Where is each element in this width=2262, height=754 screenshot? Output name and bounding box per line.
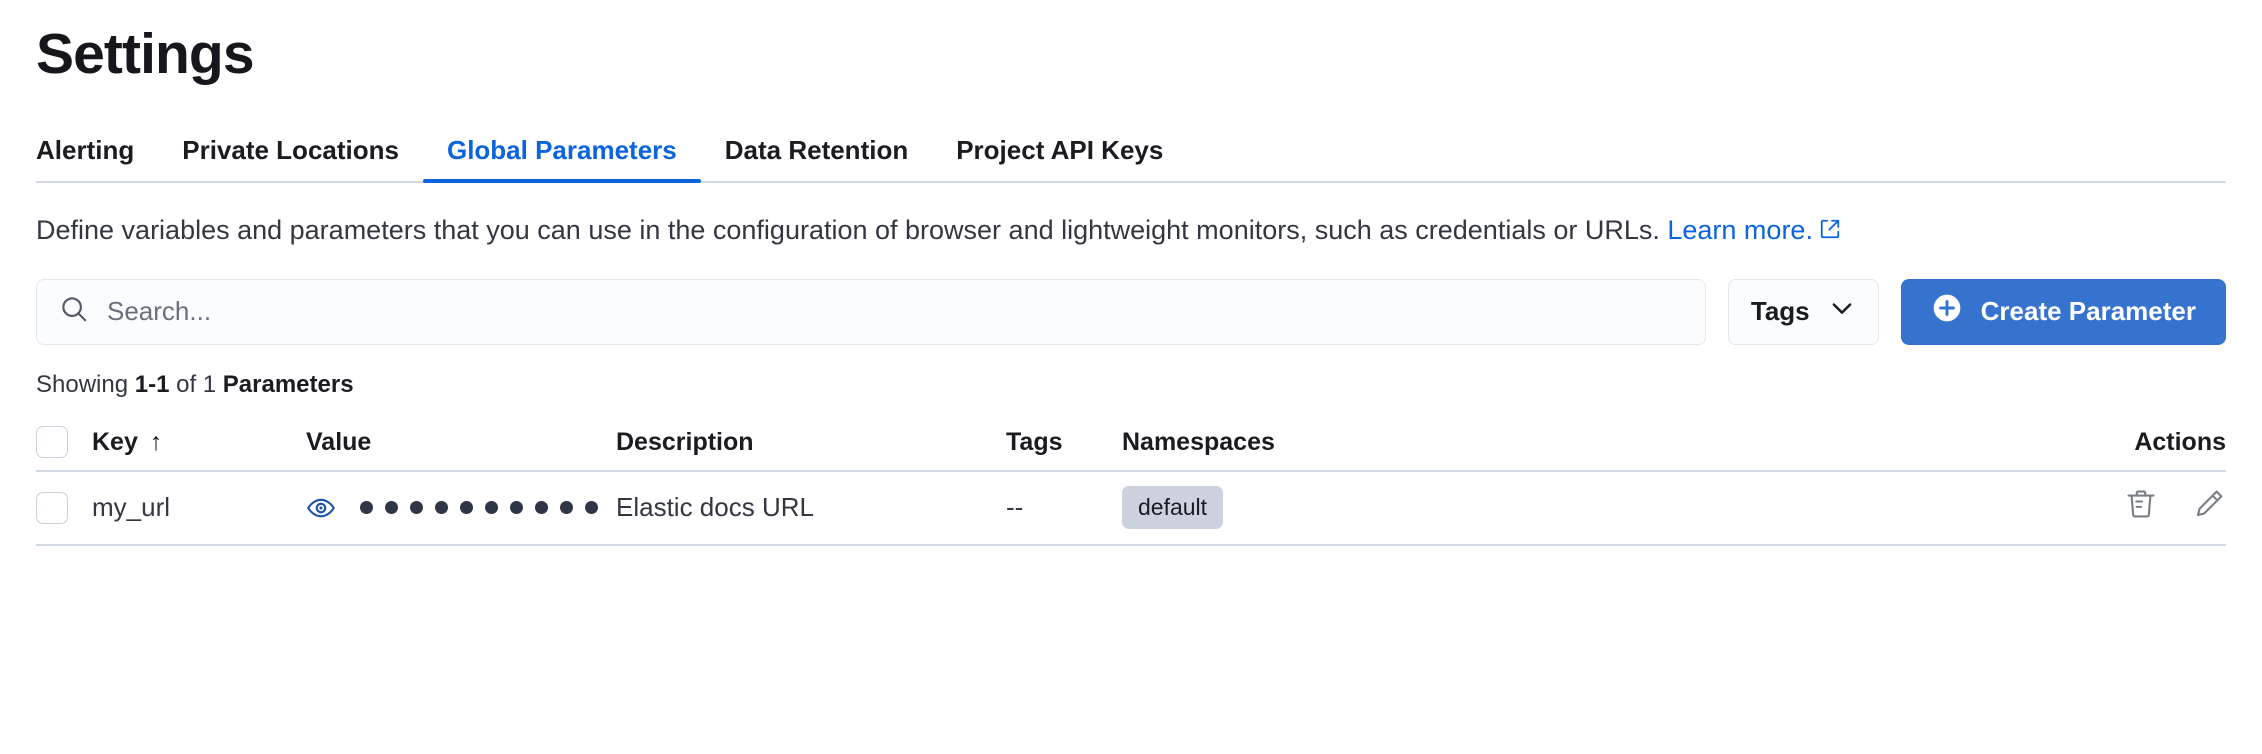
- row-value-cell: [306, 470, 616, 546]
- learn-more-link[interactable]: Learn more.: [1667, 215, 1813, 245]
- row-actions-cell: [1542, 470, 2226, 546]
- controls-row: Tags Create Parameter: [36, 278, 2226, 345]
- external-link-icon: [1819, 214, 1841, 249]
- row-namespaces-cell: default: [1122, 470, 1542, 546]
- table-row[interactable]: my_url: [36, 470, 2226, 546]
- search-icon: [59, 294, 89, 329]
- column-header-key-label: Key: [92, 427, 138, 456]
- table-header-row: Key ↑ Value Description Tags Namespaces …: [36, 414, 2226, 472]
- row-checkbox[interactable]: [36, 492, 68, 525]
- tab-data-retention[interactable]: Data Retention: [724, 135, 909, 165]
- row-tags-cell: --: [1006, 470, 1122, 546]
- row-select-cell: [36, 470, 92, 546]
- search-box[interactable]: [36, 278, 1706, 345]
- tags-filter-label: Tags: [1750, 296, 1810, 327]
- row-description-cell: Elastic docs URL: [616, 470, 1006, 546]
- page-description: Define variables and parameters that you…: [36, 213, 2226, 249]
- create-parameter-button[interactable]: Create Parameter: [1900, 278, 2226, 345]
- page-title: Settings: [36, 22, 255, 86]
- masked-value: [360, 501, 598, 515]
- tags-filter-button[interactable]: Tags: [1727, 278, 1879, 345]
- column-header-key[interactable]: Key ↑: [92, 414, 306, 472]
- tab-global-parameters[interactable]: Global Parameters: [422, 137, 701, 183]
- settings-tabs: Alerting Private Locations Global Parame…: [36, 121, 2226, 183]
- summary-entity: Parameters: [222, 370, 354, 398]
- create-parameter-label: Create Parameter: [1980, 296, 2196, 327]
- tab-private-locations[interactable]: Private Locations: [182, 135, 399, 165]
- column-header-description[interactable]: Description: [616, 414, 1006, 472]
- column-header-actions: Actions: [1542, 414, 2226, 472]
- table-body: my_url: [36, 470, 2226, 546]
- tab-project-api-keys[interactable]: Project API Keys: [956, 135, 1164, 165]
- column-header-namespaces[interactable]: Namespaces: [1122, 414, 1542, 472]
- results-summary: Showing 1-1 of 1 Parameters: [36, 371, 2226, 399]
- parameters-table: Key ↑ Value Description Tags Namespaces …: [36, 414, 2226, 546]
- summary-middle: of 1: [169, 370, 223, 398]
- table-header: Key ↑ Value Description Tags Namespaces …: [36, 414, 2226, 472]
- plus-circle-icon: [1931, 292, 1963, 331]
- sort-ascending-icon: ↑: [149, 427, 163, 456]
- summary-range: 1-1: [134, 370, 170, 398]
- namespace-badge: default: [1122, 486, 1224, 529]
- select-all-checkbox[interactable]: [36, 426, 68, 459]
- search-input[interactable]: [107, 296, 1683, 328]
- tab-alerting[interactable]: Alerting: [36, 135, 135, 165]
- description-text: Define variables and parameters that you…: [36, 215, 1668, 245]
- row-key-cell: my_url: [92, 470, 306, 546]
- chevron-down-icon: [1828, 294, 1856, 329]
- column-header-value[interactable]: Value: [306, 414, 616, 472]
- delete-icon[interactable]: [2124, 487, 2158, 521]
- edit-icon[interactable]: [2192, 487, 2226, 521]
- summary-prefix: Showing: [36, 370, 135, 398]
- column-header-tags[interactable]: Tags: [1006, 414, 1122, 472]
- select-all-header: [36, 414, 92, 472]
- eye-icon[interactable]: [306, 493, 336, 523]
